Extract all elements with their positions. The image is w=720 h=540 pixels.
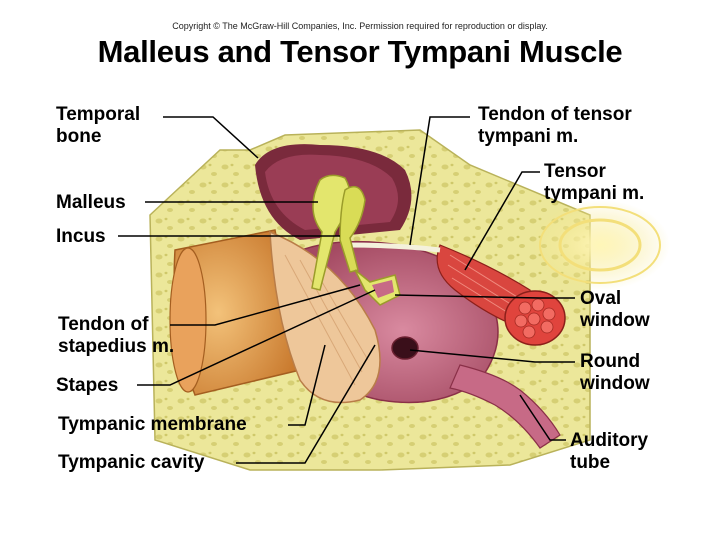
label-stapes: Stapes <box>56 375 119 396</box>
label-malleus: Malleus <box>56 192 126 213</box>
label-tympanic-membrane: Tympanic membrane <box>58 414 247 435</box>
label-incus: Incus <box>56 226 106 247</box>
leader-auditory-tube <box>519 394 566 441</box>
incus-shape <box>339 185 366 273</box>
tympanic-membrane-shape <box>269 230 381 404</box>
leader-tensor-tympani <box>464 171 540 271</box>
leader-tendon-stapedius <box>170 284 361 326</box>
leader-tendon-tensor <box>409 116 470 246</box>
leader-tympanic-membrane <box>288 344 326 426</box>
leader-round-window <box>409 349 575 363</box>
leader-stapes <box>137 289 376 386</box>
copyright-notice: Copyright © The McGraw-Hill Companies, I… <box>172 21 548 31</box>
round-window-shape <box>391 336 419 360</box>
auditory-tube-shape <box>449 364 561 449</box>
leader-oval-window <box>394 294 575 299</box>
diagram-title: Malleus and Tensor Tympani Muscle <box>97 34 623 69</box>
leader-temporal-bone <box>163 116 259 159</box>
label-tympanic-cavity: Tympanic cavity <box>58 452 205 473</box>
tendon-tensor-tympani <box>344 242 441 253</box>
leader-tympanic-cavity <box>236 344 376 464</box>
leader-lines <box>118 116 575 464</box>
